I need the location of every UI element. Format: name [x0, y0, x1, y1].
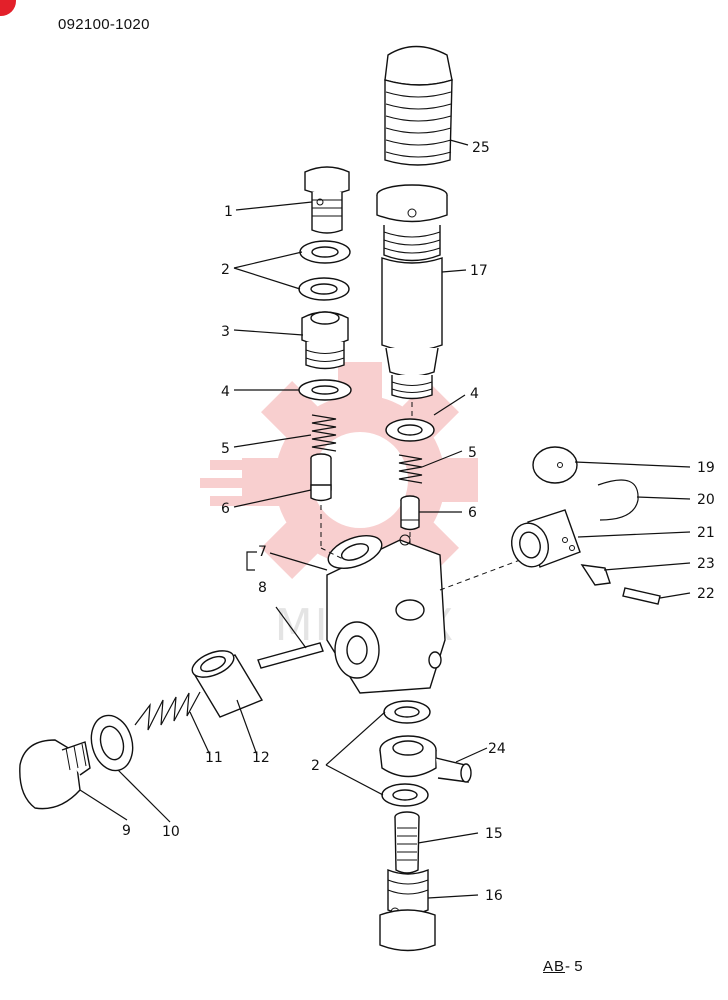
page-ref-series: AB	[543, 958, 566, 975]
callout-19: 19	[697, 460, 715, 476]
part-10-gasket	[90, 714, 134, 772]
callout-11: 11	[205, 750, 223, 766]
leader-lines	[79, 139, 691, 899]
part-15-screw	[394, 811, 420, 874]
part-20-circlip	[597, 479, 639, 521]
part-11-spring	[134, 691, 201, 731]
part-2-washer-mid	[383, 700, 431, 724]
part-3-nut	[301, 311, 349, 370]
page-reference: AB- 5	[543, 958, 583, 975]
part-1-plug	[304, 166, 350, 234]
part-24-banjo	[379, 735, 472, 783]
callout-5: 5	[221, 441, 230, 457]
callout-12: 12	[252, 750, 270, 766]
part-8-pin	[257, 642, 324, 669]
callout-22: 22	[697, 586, 715, 602]
part-5-spring-right	[398, 454, 423, 484]
part-4-washer-left	[298, 379, 352, 401]
group-bracket-7-8	[246, 551, 257, 571]
callout-6: 6	[468, 505, 477, 521]
part-19-disc	[532, 446, 578, 484]
callout-21: 21	[697, 525, 715, 541]
part-7-body	[320, 534, 521, 694]
callout-2: 2	[221, 262, 230, 278]
part-number: 092100-1020	[58, 16, 150, 33]
callout-10: 10	[162, 824, 180, 840]
page-ref-separator: -	[565, 958, 571, 975]
callout-5: 5	[468, 445, 477, 461]
part-16-bolt	[379, 868, 436, 952]
callout-2: 2	[311, 758, 320, 774]
part-2-washer-lower	[298, 277, 350, 301]
part-4-washer-right	[385, 418, 435, 442]
part-9-cap	[19, 739, 91, 810]
callout-3: 3	[221, 324, 230, 340]
callout-25: 25	[472, 140, 490, 156]
part-2-washer-bottom	[381, 783, 429, 807]
part-25-boot	[384, 45, 453, 166]
part-21-collar	[511, 509, 581, 568]
callout-9: 9	[122, 823, 131, 839]
callout-8: 8	[258, 580, 267, 596]
callout-1: 1	[224, 204, 233, 220]
page-ref-number: 5	[574, 958, 583, 975]
part-2-washer-upper	[299, 240, 351, 264]
part-5-spring-left	[311, 414, 337, 452]
part-22-pin	[622, 587, 661, 605]
callout-4: 4	[221, 384, 230, 400]
part-6-valve-right	[400, 495, 420, 548]
callout-17: 17	[470, 263, 488, 279]
callout-16: 16	[485, 888, 503, 904]
callout-6: 6	[221, 501, 230, 517]
part-23-key	[580, 564, 611, 586]
callout-7: 7	[258, 544, 267, 560]
callout-4: 4	[470, 386, 479, 402]
part-6-valve-left	[310, 453, 332, 548]
callout-15: 15	[485, 826, 503, 842]
part-17-plunger	[376, 184, 448, 420]
part-12-sleeve	[191, 650, 264, 718]
callout-24: 24	[488, 741, 506, 757]
callout-20: 20	[697, 492, 715, 508]
callout-23: 23	[697, 556, 715, 572]
callouts: 1 2 3 4 4 5 5 6 6 7 8 9 10 11 12 2 24 15…	[122, 140, 715, 904]
